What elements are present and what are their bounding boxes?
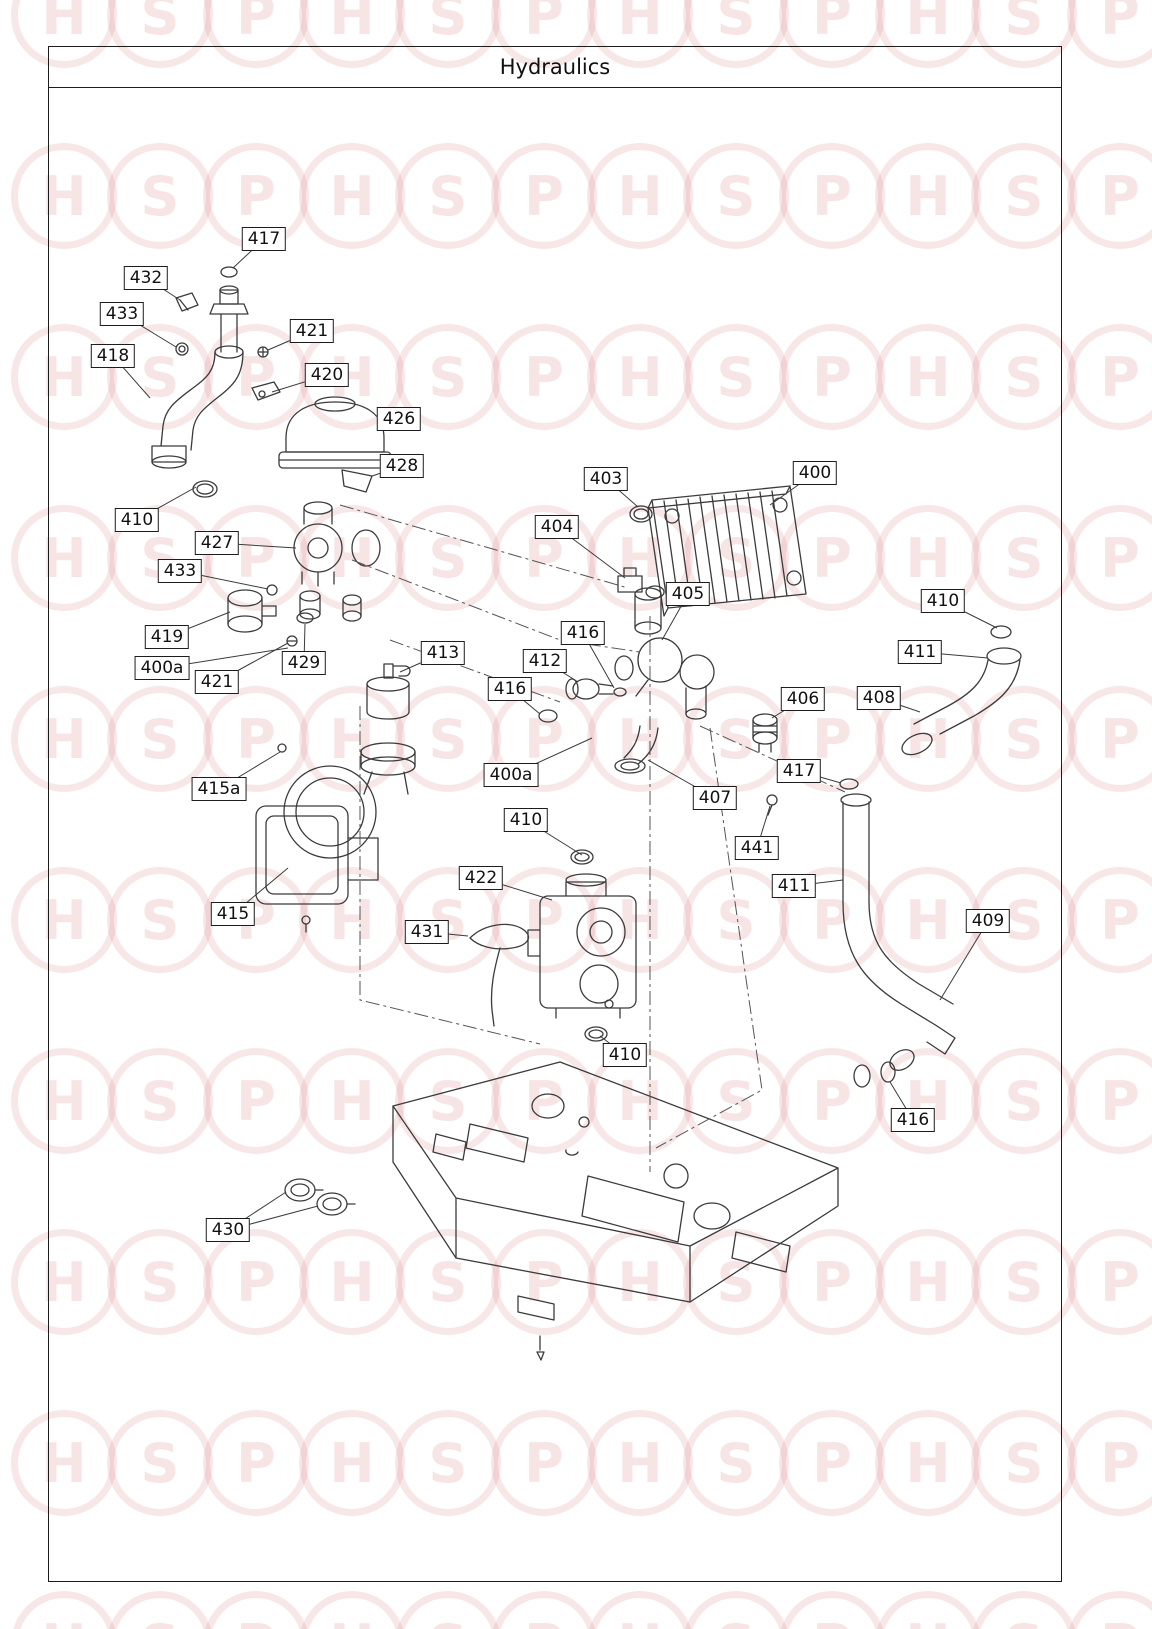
component-413 bbox=[366, 663, 411, 720]
part-label-417-0: 417 bbox=[241, 227, 287, 251]
part-label-417-27: 417 bbox=[776, 759, 822, 783]
small-fixings-mid bbox=[266, 584, 314, 647]
part-label-412-19: 412 bbox=[522, 649, 568, 673]
part-label-408-26: 408 bbox=[856, 686, 902, 710]
cable-431 bbox=[469, 923, 529, 1027]
part-label-419-18: 419 bbox=[144, 625, 190, 649]
part-label-416-39: 416 bbox=[890, 1108, 936, 1132]
base-panel bbox=[392, 1061, 839, 1361]
part-label-426-6: 426 bbox=[376, 407, 422, 431]
small-fixings-top bbox=[175, 292, 281, 401]
part-label-421-23: 421 bbox=[194, 670, 240, 694]
part-label-422-34: 422 bbox=[458, 866, 504, 890]
orings-403-404 bbox=[617, 505, 665, 599]
part-label-433-2: 433 bbox=[99, 302, 145, 326]
part-label-421-3: 421 bbox=[289, 319, 335, 343]
part-label-430-40: 430 bbox=[205, 1218, 251, 1242]
part-label-428-7: 428 bbox=[379, 454, 425, 478]
part-label-406-25: 406 bbox=[780, 687, 826, 711]
part-label-418-4: 418 bbox=[90, 344, 136, 368]
part-label-415a-28: 415a bbox=[191, 777, 247, 801]
part-label-400-9: 400 bbox=[792, 461, 838, 485]
part-label-429-21: 429 bbox=[281, 651, 327, 675]
part-label-407-30: 407 bbox=[692, 786, 738, 810]
part-label-410-31: 410 bbox=[503, 808, 549, 832]
plug-412-orings-416 bbox=[538, 678, 627, 723]
part-label-415-35: 415 bbox=[210, 902, 256, 926]
part-label-410-38: 410 bbox=[602, 1043, 648, 1067]
leader-line-409-37 bbox=[939, 920, 989, 1001]
part-label-400a-29: 400a bbox=[483, 763, 539, 787]
fitting-406 bbox=[752, 713, 778, 753]
part-label-410-11: 410 bbox=[114, 508, 160, 532]
part-label-433-13: 433 bbox=[157, 559, 203, 583]
part-label-427-12: 427 bbox=[194, 531, 240, 555]
manifold-405 bbox=[614, 587, 715, 720]
vent-pipe-assembly-418 bbox=[151, 266, 249, 498]
part-label-400a-20: 400a bbox=[134, 656, 190, 680]
part-label-405-14: 405 bbox=[665, 582, 711, 606]
part-label-416-24: 416 bbox=[487, 677, 533, 701]
bypass-419 bbox=[227, 589, 277, 633]
part-label-416-16: 416 bbox=[560, 621, 606, 645]
part-label-420-5: 420 bbox=[304, 363, 350, 387]
gas-valve-422 bbox=[527, 849, 637, 1042]
diverter-valve-427 bbox=[293, 501, 381, 622]
part-label-432-1: 432 bbox=[123, 266, 169, 290]
part-label-409-37: 409 bbox=[965, 909, 1011, 933]
pipe-409-411 bbox=[839, 778, 956, 1088]
pump-415 bbox=[255, 742, 416, 933]
part-label-441-32: 441 bbox=[734, 836, 780, 860]
part-label-413-22: 413 bbox=[420, 641, 466, 665]
grommets-430 bbox=[284, 1178, 356, 1216]
part-label-431-36: 431 bbox=[404, 920, 450, 944]
part-label-411-17: 411 bbox=[897, 640, 943, 664]
pipe-407 bbox=[614, 725, 659, 774]
pipe-408-fitting-411 bbox=[901, 625, 1022, 756]
screw-441 bbox=[766, 794, 778, 816]
part-label-410-15: 410 bbox=[920, 589, 966, 613]
part-label-403-8: 403 bbox=[583, 467, 629, 491]
part-label-411-33: 411 bbox=[771, 874, 817, 898]
part-label-404-10: 404 bbox=[534, 515, 580, 539]
